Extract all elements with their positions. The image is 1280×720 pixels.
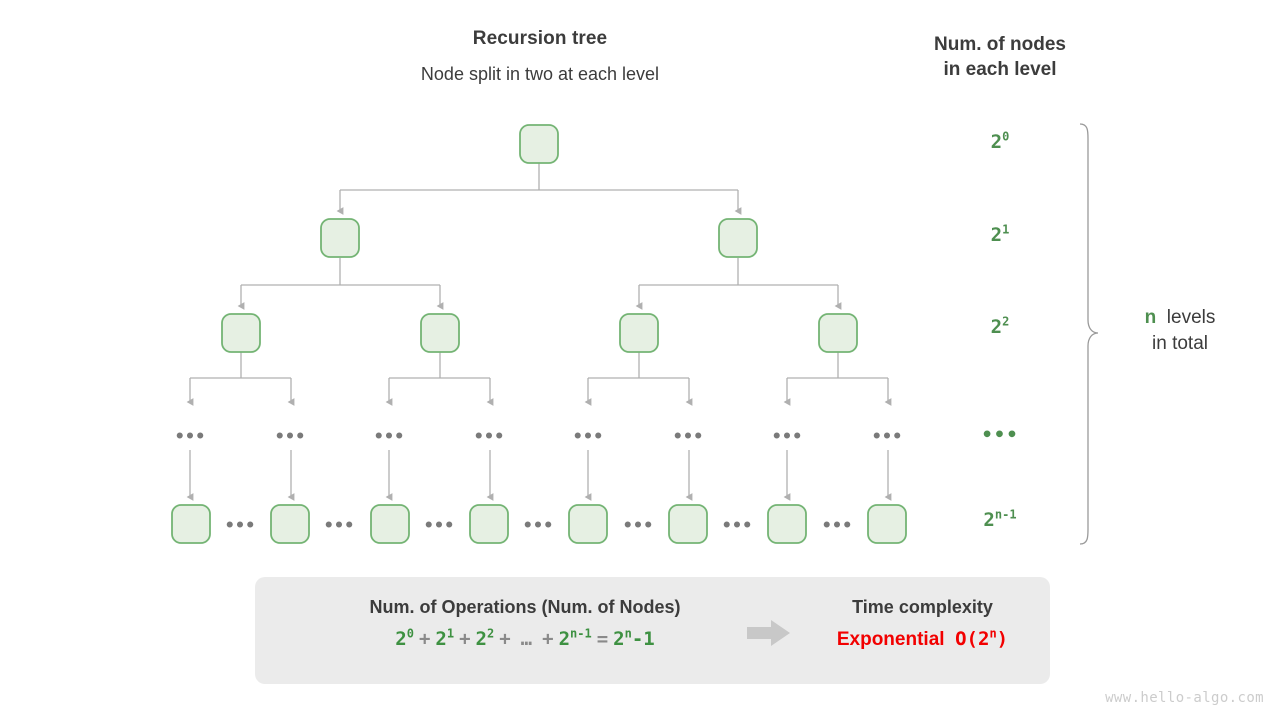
svg-text:•••: •••: [225, 516, 256, 536]
tree-node: [221, 313, 261, 353]
svg-text:•••: •••: [275, 427, 306, 447]
counts-column-title: Num. of nodes in each level: [900, 32, 1100, 82]
levels-brace: [1079, 123, 1099, 545]
summary-panel: Num. of Operations (Num. of Nodes) 20+21…: [255, 577, 1050, 684]
total-levels-note: n levels in total: [1105, 305, 1255, 357]
complexity-bigo-tail: ): [996, 628, 1009, 650]
svg-text:•••: •••: [822, 516, 853, 536]
tree-node: [469, 504, 509, 544]
counts-title-line2: in each level: [943, 59, 1057, 80]
complexity-bigo-exp: n: [989, 626, 997, 641]
level-count-2-exp: 2: [1002, 314, 1010, 329]
tree-node: [619, 313, 659, 353]
leaf-row-ellipses: ••• ••• ••• ••• ••• ••• •••: [225, 516, 853, 536]
formula-plus-1: +: [459, 628, 471, 650]
level-count-2: 22: [940, 316, 1060, 338]
counts-title-line1: Num. of nodes: [934, 34, 1066, 55]
level-count-3-ellipsis: •••: [981, 424, 1019, 446]
page-subtitle: Node split in two at each level: [420, 64, 660, 84]
tree-node: [420, 313, 460, 353]
level-count-1-exp: 1: [1002, 222, 1010, 237]
tree-node: [171, 504, 211, 544]
complexity-word: Exponential: [836, 629, 945, 650]
svg-text:•••: •••: [772, 427, 803, 447]
level-count-4-exp: n-1: [994, 507, 1017, 522]
tree-node: [818, 313, 858, 353]
formula-ellipsis: …: [520, 628, 533, 650]
tree-node: [867, 504, 907, 544]
total-levels-text2: in total: [1152, 333, 1208, 354]
tree-edges: [186, 163, 892, 501]
formula-term-4: 2n-1: [558, 626, 592, 650]
formula-term-2: 22: [475, 626, 495, 650]
formula-plus-2: +: [499, 628, 511, 650]
level-count-1-base: 2: [990, 224, 1003, 246]
total-levels-text: levels: [1166, 307, 1216, 328]
watermark: www.hello-algo.com: [1105, 690, 1264, 706]
total-levels-symbol: n: [1144, 307, 1157, 328]
level-count-0: 20: [940, 131, 1060, 153]
complexity-bigo-head: O(2: [955, 628, 990, 650]
level-count-4: 2n-1: [940, 509, 1060, 531]
formula-result: 2n-1: [613, 626, 655, 650]
formula-plus-0: +: [418, 628, 431, 650]
operations-formula: 20+21+22+…+2n-1=2n-1: [275, 628, 775, 650]
tree-node: [519, 124, 559, 164]
svg-text:•••: •••: [673, 427, 704, 447]
tree-node: [320, 218, 360, 258]
svg-text:•••: •••: [523, 516, 554, 536]
tree-nodes: [171, 124, 907, 544]
level-count-0-base: 2: [990, 131, 1003, 153]
complexity-header: Time complexity: [852, 597, 993, 617]
tree-level3-ellipses: ••• ••• ••• ••• ••• ••• ••• •••: [175, 427, 903, 447]
svg-text:•••: •••: [573, 427, 604, 447]
level-count-0-exp: 0: [1002, 129, 1010, 144]
formula-term-0: 20: [395, 626, 414, 650]
svg-text:•••: •••: [424, 516, 455, 536]
level-count-2-base: 2: [990, 316, 1003, 338]
tree-node: [270, 504, 310, 544]
operations-header: Num. of Operations (Num. of Nodes): [369, 597, 681, 617]
level-count-1: 21: [940, 224, 1060, 246]
level-count-4-base: 2: [983, 509, 995, 531]
svg-text:•••: •••: [374, 427, 405, 447]
page-title: Recursion tree: [472, 28, 608, 49]
svg-text:•••: •••: [175, 427, 206, 447]
svg-text:•••: •••: [474, 427, 505, 447]
complexity-block: Time complexity Exponential O(2n): [815, 597, 1030, 651]
implies-arrow-icon: [747, 620, 790, 646]
svg-text:•••: •••: [722, 516, 753, 536]
svg-text:•••: •••: [324, 516, 355, 536]
complexity-verdict: Exponential O(2n): [815, 628, 1030, 651]
complexity-bigo: O(2n): [955, 628, 1008, 650]
tree-node: [767, 504, 807, 544]
tree-node: [568, 504, 608, 544]
formula-term-1: 21: [435, 626, 455, 650]
formula-equals: =: [596, 628, 609, 650]
tree-node: [370, 504, 410, 544]
svg-text:•••: •••: [872, 427, 903, 447]
svg-text:•••: •••: [623, 516, 654, 536]
tree-node: [668, 504, 708, 544]
formula-plus-3: +: [542, 628, 554, 650]
operations-block: Num. of Operations (Num. of Nodes) 20+21…: [275, 597, 775, 650]
tree-node: [718, 218, 758, 258]
